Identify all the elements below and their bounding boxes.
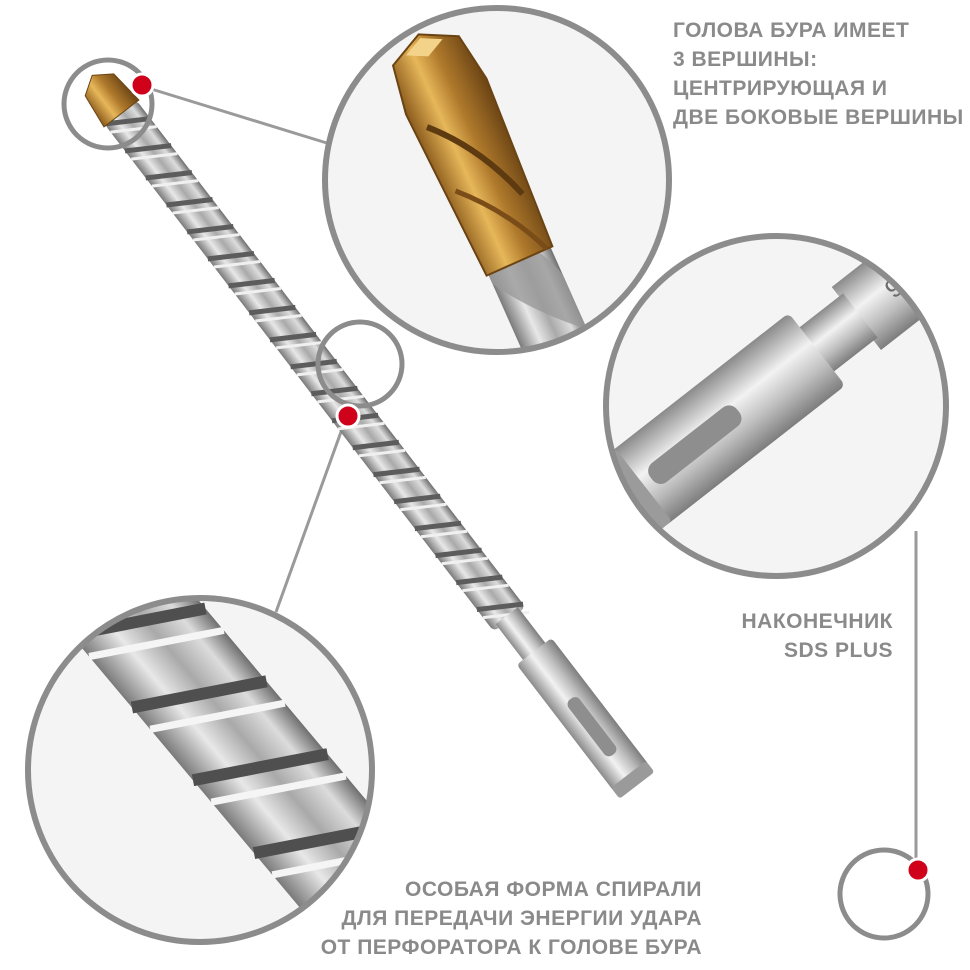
flute-groove — [455, 574, 503, 586]
flute-groove — [248, 304, 296, 316]
flute-highlight — [482, 610, 530, 620]
flute-groove — [352, 439, 400, 451]
locator-ring-head — [61, 57, 155, 151]
caption-spiral: ОСОБАЯ ФОРМА СПИРАЛИ ДЛЯ ПЕРЕДАЧИ ЭНЕРГИ… — [321, 875, 702, 962]
flute-highlight — [213, 260, 261, 269]
flute-groove — [130, 675, 268, 714]
flute-highlight — [275, 340, 323, 350]
flute-highlight — [172, 206, 220, 215]
caption-head: ГОЛОВА БУРА ИМЕЕТ 3 ВЕРШИНЫ: ЦЕНТРИРУЮЩА… — [673, 16, 964, 132]
leader-line-head — [147, 86, 331, 146]
flute-groove — [228, 277, 276, 289]
flute-groove — [393, 493, 441, 505]
flute-groove — [252, 820, 372, 859]
flute-highlight — [441, 556, 489, 566]
flute-highlight — [338, 421, 385, 431]
flute-highlight — [193, 233, 240, 242]
flute-groove — [414, 520, 462, 532]
flute-groove — [186, 223, 234, 235]
flute-highlight — [210, 772, 347, 806]
flute-highlight — [255, 313, 302, 323]
marker-dot-head — [129, 72, 155, 98]
flute-highlight — [462, 583, 509, 593]
caption-spiral-line: ОТ ПЕРФОРАТОРА К ГОЛОВЕ БУРА — [320, 936, 702, 959]
caption-tip-line: SDS PLUS — [783, 639, 893, 662]
flute-highlight — [400, 502, 447, 512]
flute-highlight — [151, 179, 199, 188]
flute-highlight — [271, 845, 372, 879]
flute-highlight — [234, 287, 282, 296]
flute-highlight — [358, 448, 406, 458]
flute-groove — [191, 748, 329, 787]
caption-tip-line: НАКОНЕЧНИК — [741, 610, 893, 633]
flute-highlight — [110, 125, 157, 134]
flute-groove — [166, 197, 213, 208]
flute-highlight — [88, 626, 225, 661]
caption-head-line: ГОЛОВА БУРА ИМЕЕТ — [673, 19, 910, 42]
flute-highlight — [379, 475, 426, 485]
magnified-tip-view: 16 — [603, 233, 949, 579]
leader-line-spiral — [274, 417, 348, 613]
flute-groove — [124, 143, 172, 154]
locator-ring-spiral — [315, 319, 405, 409]
flute-groove — [145, 170, 193, 181]
caption-tip: НАКОНЕЧНИК SDS PLUS — [742, 607, 894, 665]
caption-head-line: 3 ВЕРШИНЫ: — [673, 48, 818, 71]
caption-head-line: ЦЕНТРИРУЮЩАЯ И — [673, 77, 888, 100]
flute-highlight — [149, 699, 286, 733]
caption-spiral-line: ДЛЯ ПЕРЕДАЧИ ЭНЕРГИИ УДАРА — [341, 907, 702, 930]
flute-groove — [269, 331, 317, 343]
flute-groove — [476, 601, 524, 613]
locator-ring-tip — [837, 847, 931, 941]
caption-head-line: ДВЕ БОКОВЫЕ ВЕРШИНЫ — [673, 106, 964, 129]
flute-groove — [207, 250, 255, 262]
magnified-head-view — [322, 5, 672, 355]
flute-groove — [10, 485, 145, 613]
flute-highlight — [131, 152, 178, 161]
flute-groove — [290, 358, 338, 370]
caption-spiral-line: ОСОБАЯ ФОРМА СПИРАЛИ — [405, 878, 702, 901]
marker-dot-tip — [905, 857, 931, 883]
flute-groove — [435, 547, 482, 559]
flute-groove — [310, 385, 358, 397]
flute-groove — [373, 466, 420, 478]
flute-highlight — [420, 529, 468, 539]
main-drill-bit — [84, 73, 654, 798]
marker-dot-spiral — [335, 403, 361, 429]
